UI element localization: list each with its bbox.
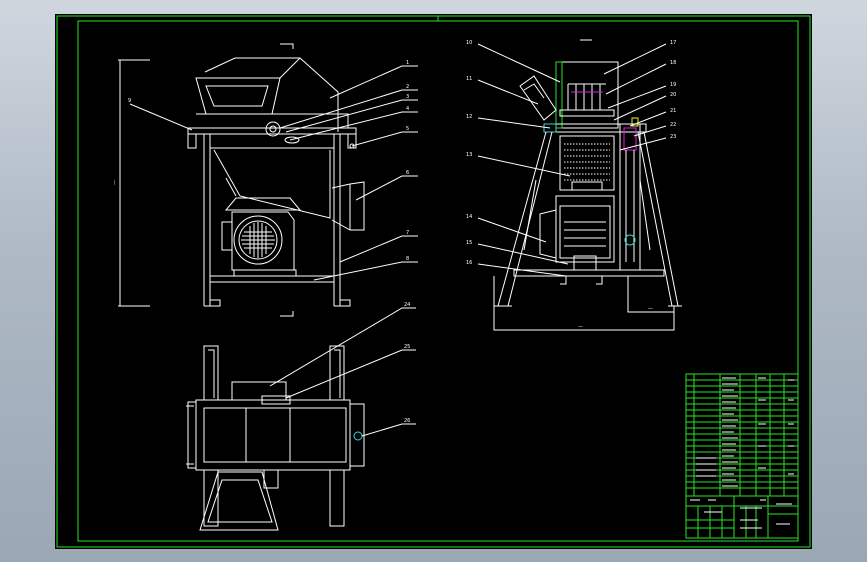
svg-text:22: 22 xyxy=(670,122,676,128)
svg-text:25: 25 xyxy=(404,344,410,350)
svg-text:2: 2 xyxy=(406,84,409,90)
front-view: — xyxy=(112,43,418,317)
svg-text:1: 1 xyxy=(406,60,409,66)
svg-text:4: 4 xyxy=(406,106,409,112)
svg-text:17: 17 xyxy=(670,40,676,46)
svg-text:21: 21 xyxy=(670,108,676,114)
svg-text:24: 24 xyxy=(404,302,410,308)
svg-text:6: 6 xyxy=(406,170,409,176)
svg-text:—: — xyxy=(578,324,583,330)
svg-text:16: 16 xyxy=(466,260,472,266)
motor-fan-grid xyxy=(241,222,275,258)
side-view: — — 10 11 12 13 14 15 16 17 xyxy=(466,39,682,331)
outer-border xyxy=(56,15,811,548)
svg-text:20: 20 xyxy=(670,92,676,98)
svg-text:—: — xyxy=(648,306,653,312)
svg-text:3: 3 xyxy=(406,94,409,100)
svg-text:8: 8 xyxy=(406,256,409,262)
svg-text:12: 12 xyxy=(466,114,472,120)
svg-text:15: 15 xyxy=(466,240,472,246)
svg-text:—: — xyxy=(112,180,118,185)
svg-text:5: 5 xyxy=(406,126,409,132)
svg-text:19: 19 xyxy=(670,82,676,88)
title-block xyxy=(685,495,799,539)
svg-text:18: 18 xyxy=(670,60,676,66)
svg-text:11: 11 xyxy=(466,76,472,82)
top-view: 24 25 26 xyxy=(186,302,416,531)
svg-text:10: 10 xyxy=(466,40,472,46)
svg-text:13: 13 xyxy=(466,152,472,158)
front-leaders xyxy=(129,65,418,281)
front-callout-numbers: 1 2 3 4 5 6 7 8 9 xyxy=(128,60,409,262)
svg-text:9: 9 xyxy=(128,98,131,104)
svg-text:26: 26 xyxy=(404,418,410,424)
svg-text:23: 23 xyxy=(670,134,676,140)
svg-text:14: 14 xyxy=(466,214,472,220)
drawing-sheet xyxy=(55,14,812,549)
side-leaders xyxy=(477,43,667,277)
svg-text:7: 7 xyxy=(406,230,409,236)
side-callout-numbers: 10 11 12 13 14 15 16 17 18 19 20 21 22 2… xyxy=(466,40,676,266)
